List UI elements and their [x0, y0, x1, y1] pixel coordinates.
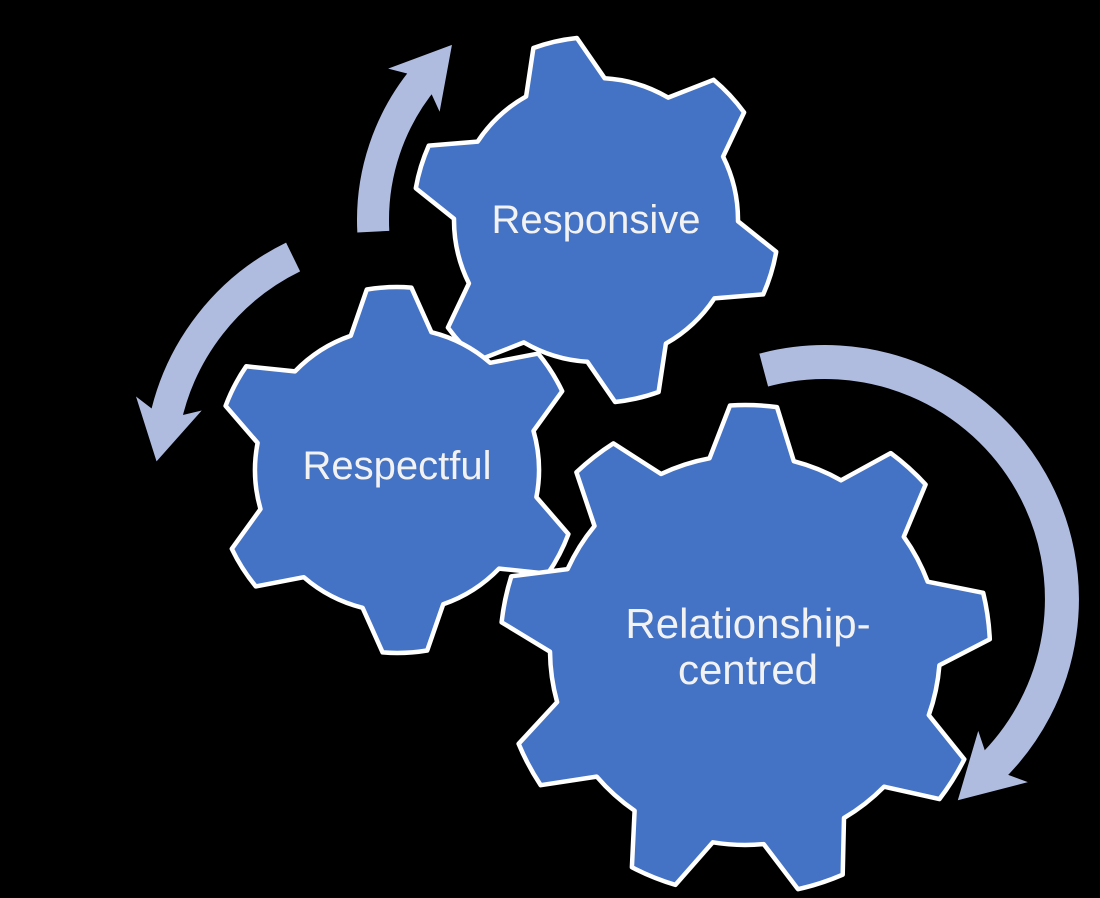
- gear-relationship-centred-label-line1: Relationship-: [625, 600, 870, 647]
- curved-arrow-up-right-icon: [357, 44, 452, 233]
- gear-relationship-centred-shape: [499, 402, 993, 892]
- gear-responsive: Responsive: [413, 35, 779, 405]
- gear-responsive-label: Responsive: [491, 198, 700, 242]
- gear-respectful-label: Respectful: [303, 444, 492, 488]
- curved-arrow-down-left-icon: [136, 242, 301, 462]
- gear-respectful: Respectful: [223, 284, 571, 656]
- curved-arrow-clockwise-right-icon: [759, 345, 1079, 801]
- gear-relationship-centred: Relationship- centred: [499, 402, 993, 892]
- gear-responsive-shape: [413, 35, 779, 405]
- gear-relationship-centred-label-line2: centred: [678, 646, 818, 693]
- gear-respectful-shape: [223, 284, 571, 656]
